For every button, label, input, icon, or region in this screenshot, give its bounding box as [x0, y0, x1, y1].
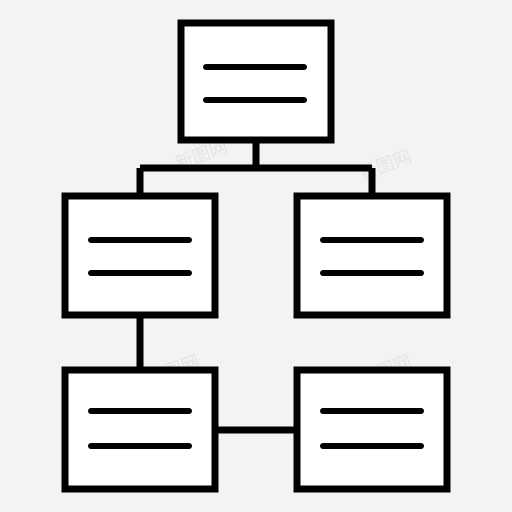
- node-box: [177, 19, 335, 144]
- org-node-middle-left: [61, 192, 219, 319]
- connector-lines: [136, 143, 376, 434]
- node-box: [61, 366, 219, 493]
- org-node-bottom-left: [61, 366, 219, 493]
- org-node-middle-right: [293, 192, 451, 319]
- org-node-bottom-right: [293, 366, 451, 493]
- node-box: [293, 366, 451, 493]
- org-node-top: [177, 19, 335, 144]
- node-box: [61, 192, 219, 319]
- node-box: [293, 192, 451, 319]
